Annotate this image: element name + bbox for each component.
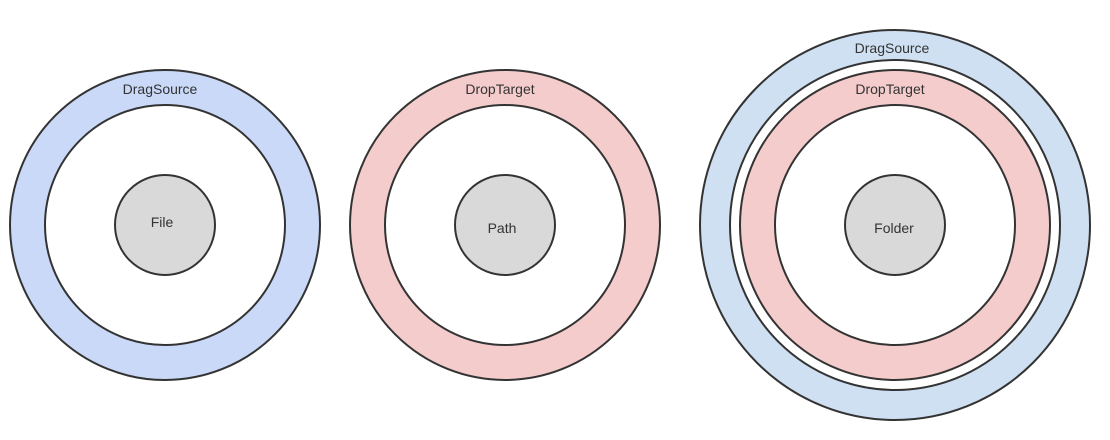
path-label: Path <box>488 220 517 236</box>
folder-label: Folder <box>874 220 914 236</box>
diagram-file: DragSource File <box>9 69 321 381</box>
folder-core <box>844 174 946 276</box>
path-core <box>454 174 556 276</box>
outer-drag-source-label: DragSource <box>855 40 930 56</box>
inner-drop-target-label: DropTarget <box>855 81 924 97</box>
diagram-path: DropTarget Path <box>349 69 661 381</box>
drop-target-label: DropTarget <box>465 81 534 97</box>
file-label: File <box>151 214 174 230</box>
drag-source-label: DragSource <box>123 81 198 97</box>
diagram-folder: DragSource DropTarget Folder <box>699 29 1091 421</box>
file-core <box>114 174 216 276</box>
